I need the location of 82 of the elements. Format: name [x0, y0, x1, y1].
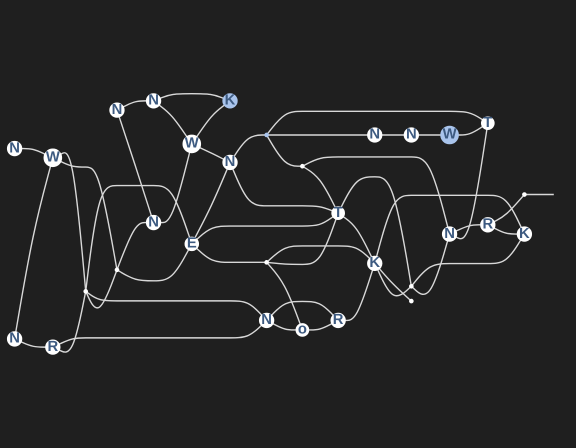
connector	[272, 323, 296, 331]
node-circle: N	[222, 154, 238, 170]
connector	[456, 224, 481, 232]
connector	[377, 270, 410, 296]
connector	[123, 100, 146, 108]
node-circle: N	[6, 331, 22, 347]
connector	[116, 222, 146, 268]
connector	[342, 216, 372, 258]
node-circle: W	[44, 148, 62, 168]
connector	[86, 292, 262, 316]
connector	[376, 194, 522, 257]
node-circle: N	[109, 102, 125, 118]
connector	[196, 216, 334, 240]
connector	[22, 148, 46, 155]
node-circle	[409, 298, 414, 304]
connector	[494, 195, 524, 222]
connector	[196, 248, 265, 264]
connector	[266, 136, 301, 167]
node-circle: T	[480, 116, 495, 130]
connector	[304, 156, 448, 228]
connector	[382, 134, 404, 136]
connector	[412, 240, 448, 295]
connector	[160, 152, 190, 224]
node-circle	[409, 284, 414, 289]
node-circle: K	[222, 93, 238, 109]
node-circle	[114, 268, 120, 272]
node-circle	[522, 192, 527, 197]
connector	[118, 249, 190, 282]
connector	[458, 126, 483, 136]
node-circle	[264, 132, 269, 138]
connector	[85, 184, 190, 290]
connector	[412, 240, 522, 286]
connector	[196, 104, 225, 138]
connector	[271, 300, 334, 316]
node-circle: N	[404, 127, 419, 143]
connector	[15, 166, 52, 332]
node-circle: N	[258, 312, 274, 328]
node-circle	[264, 260, 269, 265]
connector	[158, 104, 188, 138]
node-circle: N	[442, 226, 458, 242]
connector	[418, 134, 441, 136]
node-circle	[300, 164, 305, 169]
connector	[268, 134, 368, 136]
node-circle: K	[367, 256, 382, 272]
connector	[60, 152, 86, 290]
connector	[232, 168, 332, 212]
connector	[378, 268, 410, 300]
connector	[59, 324, 262, 345]
connector	[268, 245, 370, 262]
node-circle: W	[182, 134, 202, 154]
node-circle: N	[367, 127, 382, 143]
node-circle: o	[296, 323, 310, 337]
connector	[267, 263, 301, 324]
connector	[118, 116, 152, 216]
node-circle: R	[45, 339, 60, 355]
connector	[59, 293, 86, 353]
node-circle: N	[146, 93, 162, 109]
node-circle: N	[146, 214, 162, 230]
connector	[304, 166, 336, 208]
node-circle: R	[330, 312, 346, 328]
node-circle: E	[184, 236, 200, 252]
connector	[268, 218, 337, 266]
connector	[233, 134, 265, 157]
node-circle: R	[480, 217, 496, 232]
node-circle: K	[516, 226, 532, 242]
connector	[267, 110, 483, 134]
connector	[160, 92, 224, 99]
connector	[345, 270, 374, 322]
connector	[456, 129, 488, 240]
connector	[86, 271, 117, 308]
connector	[20, 341, 46, 348]
connector	[194, 168, 228, 238]
connector	[200, 147, 224, 160]
node-circle: T	[331, 206, 345, 220]
node-circle: W	[440, 126, 459, 144]
node-circle	[83, 289, 88, 294]
connector	[494, 227, 518, 235]
connector	[526, 194, 554, 196]
connector	[308, 323, 332, 331]
connector	[340, 176, 412, 285]
connector	[60, 160, 118, 268]
node-circle: N	[6, 140, 22, 156]
